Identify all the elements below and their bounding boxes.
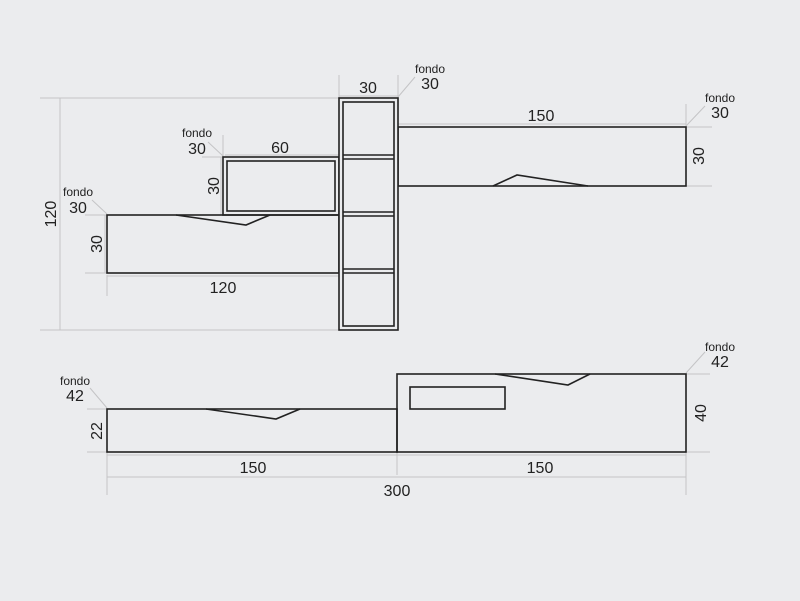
bottom-left-width-label: 150 (240, 460, 267, 477)
left-shelf-height-label: 30 (89, 235, 106, 253)
bottom-dimension-lines (87, 351, 710, 495)
bookcase-fondo-label: fondo (415, 62, 445, 76)
top-dimension-lines (40, 75, 712, 331)
drawer-panel (409, 386, 506, 410)
right-shelf (397, 126, 687, 187)
bottom-left-fondo-value: 42 (66, 388, 84, 405)
bookcase (338, 97, 399, 331)
left-shelf-fondo-value: 30 (69, 200, 87, 217)
small-box-height-label: 30 (206, 177, 223, 195)
bottom-left-fondo-label: fondo (60, 374, 90, 388)
bottom-right-fondo-label: fondo (705, 340, 735, 354)
bookcase-fondo-value: 30 (421, 76, 439, 93)
small-box-fondo-value: 30 (188, 141, 206, 158)
bottom-left-unit (106, 408, 398, 453)
bottom-right-fondo-value: 42 (711, 354, 729, 371)
bottom-left-height-label: 22 (89, 422, 106, 440)
bookcase-width-label: 30 (359, 80, 377, 97)
right-shelf-width-label: 150 (528, 108, 555, 125)
left-shelf (106, 214, 340, 274)
small-box (222, 156, 340, 216)
small-box-width-label: 60 (271, 140, 289, 157)
total-width-label: 300 (384, 483, 411, 500)
small-box-fondo-label: fondo (182, 126, 212, 140)
total-height-label: 120 (43, 201, 60, 228)
bottom-right-unit (396, 373, 687, 453)
right-shelf-fondo-label: fondo (705, 91, 735, 105)
right-shelf-fondo-value: 30 (711, 105, 729, 122)
right-shelf-height-label: 30 (691, 147, 708, 165)
left-shelf-width-label: 120 (210, 280, 237, 297)
left-shelf-fondo-label: fondo (63, 185, 93, 199)
bottom-right-height-label: 40 (693, 404, 710, 422)
bottom-right-width-label: 150 (527, 460, 554, 477)
